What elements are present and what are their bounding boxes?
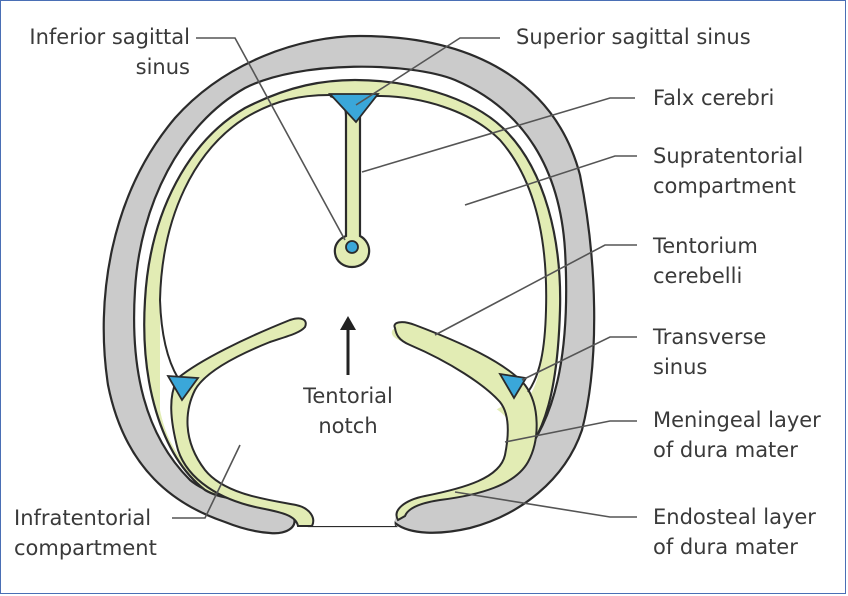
label-line: sinus (135, 55, 190, 79)
arrow-head (340, 316, 356, 330)
label-line: Superior sagittal sinus (516, 25, 751, 49)
inferior-sagittal-sinus (345, 240, 359, 254)
label-line: compartment (14, 536, 157, 560)
label-line: Infratentorial (14, 506, 152, 530)
inner-dura-outline-left (159, 299, 179, 379)
label-line: Inferior sagittal (29, 25, 190, 49)
transverse-sinus-left (166, 374, 200, 402)
leader-meningeal (504, 420, 637, 443)
label-line: sinus (653, 355, 708, 379)
leader-endosteal (454, 491, 637, 518)
label-line: Endosteal layer (653, 505, 816, 529)
leader-falx (361, 97, 635, 173)
label-inferior-sagittal-sinus: Inferior sagittal sinus (6, 22, 190, 82)
leader-transverse (521, 336, 637, 381)
supratentorial-space (160, 95, 547, 410)
label-endosteal-layer: Endosteal layer of dura mater (653, 502, 816, 562)
leader-inferior-sagittal (196, 37, 346, 241)
label-superior-sagittal-sinus: Superior sagittal sinus (516, 22, 751, 52)
label-supratentorial-compartment: Supratentorial compartment (653, 141, 803, 201)
infratentorial-space (160, 300, 511, 526)
label-line: Supratentorial (653, 144, 804, 168)
leader-infratentorial (172, 444, 241, 519)
label-line: Transverse (653, 325, 767, 349)
leader-supratentorial (464, 155, 637, 206)
label-falx-cerebri: Falx cerebri (653, 83, 774, 113)
label-line: compartment (653, 174, 796, 198)
label-tentorial-notch: Tentorial notch (268, 381, 428, 441)
label-line: notch (318, 414, 378, 438)
transverse-sinus-right (498, 372, 528, 400)
label-line: cerebelli (653, 264, 743, 288)
tentorium-left (170, 317, 315, 527)
label-line: Tentorial (303, 384, 393, 408)
falx-cerebri (329, 94, 378, 269)
label-line: Tentorium (653, 234, 758, 258)
label-line: Meningeal layer (653, 408, 821, 432)
superior-sagittal-sinus (327, 93, 380, 124)
inner-dura-outline (159, 94, 331, 301)
label-transverse-sinus: Transverse sinus (653, 322, 766, 382)
tentorium-right (393, 321, 538, 522)
label-line: of dura mater (653, 438, 798, 462)
label-line: of dura mater (653, 535, 798, 559)
leader-superior-sagittal (355, 37, 500, 106)
label-infratentorial-compartment: Infratentorial compartment (14, 503, 157, 563)
label-line: Falx cerebri (653, 86, 775, 110)
leader-tentorium (434, 244, 637, 336)
label-tentorium-cerebelli: Tentorium cerebelli (653, 231, 758, 291)
inner-dura-outline-right (376, 95, 548, 393)
leader-lines (172, 37, 637, 519)
label-meningeal-layer: Meningeal layer of dura mater (653, 405, 821, 465)
